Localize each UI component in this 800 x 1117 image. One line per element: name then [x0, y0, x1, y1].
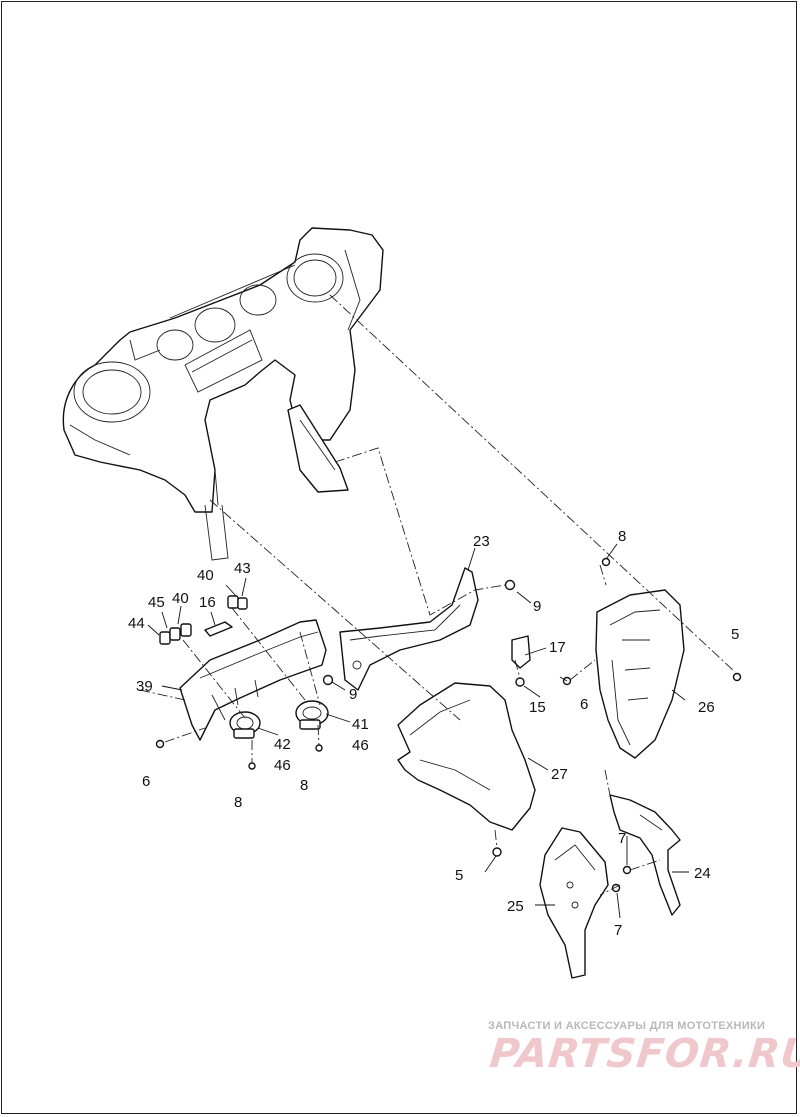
- callout-25: 25: [507, 898, 524, 915]
- callout-9: 9: [533, 598, 541, 615]
- callout-17: 17: [549, 639, 566, 656]
- speaker-41: [295, 700, 329, 730]
- fasteners: [155, 557, 742, 893]
- callout-46: 46: [352, 737, 369, 754]
- part-15-nut: [515, 677, 525, 687]
- callout-44: 44: [128, 615, 145, 632]
- part-17-clip: [511, 635, 531, 669]
- part-23-inner-cap: [339, 567, 479, 691]
- callout-7: 7: [614, 922, 622, 939]
- callout-39: 39: [136, 678, 153, 695]
- callout-26: 26: [698, 699, 715, 716]
- callout-40: 40: [197, 567, 214, 584]
- callout-27: 27: [551, 766, 568, 783]
- callout-8: 8: [618, 528, 626, 545]
- assembly-lines: [139, 294, 736, 896]
- part-27-inner-fairing: [397, 682, 536, 831]
- callout-6: 6: [580, 696, 588, 713]
- part-26-side-housing: [595, 589, 685, 759]
- callout-16: 16: [199, 594, 216, 611]
- outer-fairing: [62, 227, 384, 561]
- callout-45: 45: [148, 594, 165, 611]
- callout-5: 5: [731, 626, 739, 643]
- callout-5: 5: [455, 867, 463, 884]
- callout-40: 40: [172, 590, 189, 607]
- part-24-mount-bracket: [609, 794, 681, 916]
- callout-15: 15: [529, 699, 546, 716]
- watermark-caption: ЗАПЧАСТИ И АКСЕССУАРЫ ДЛЯ МОТОТЕХНИКИ: [488, 1020, 766, 1032]
- fairing-lower-tab: [287, 404, 349, 493]
- callout-42: 42: [274, 736, 291, 753]
- callout-7: 7: [618, 830, 626, 847]
- callout-6: 6: [142, 773, 150, 790]
- callout-41: 41: [352, 716, 369, 733]
- callout-8: 8: [300, 777, 308, 794]
- callout-labels: 23 8 9 43 40 45 40 16 44 17 5 39 9 6 15 …: [128, 528, 739, 939]
- leader-lines: [147, 543, 689, 919]
- callout-23: 23: [473, 533, 490, 550]
- part-39-inner-fairing-trim: [179, 619, 327, 741]
- callout-8: 8: [234, 794, 242, 811]
- callout-43: 43: [234, 560, 251, 577]
- callout-9: 9: [349, 686, 357, 703]
- watermark-logo: PARTSFOR.RU: [487, 1031, 800, 1077]
- callout-46: 46: [274, 757, 291, 774]
- part-25-mount-bracket: [539, 827, 609, 979]
- speaker-42: [229, 711, 261, 739]
- switch-parts: [159, 595, 248, 645]
- callout-24: 24: [694, 865, 711, 882]
